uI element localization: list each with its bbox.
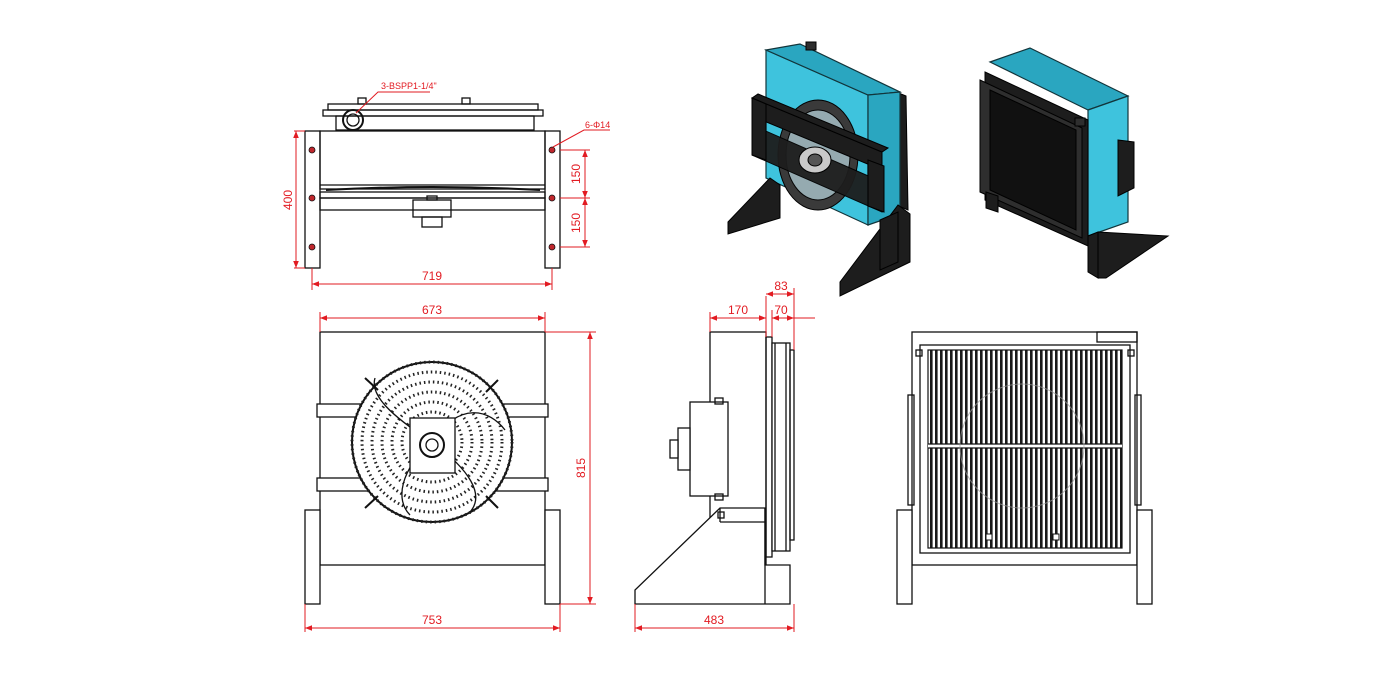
port-note: 3-BSPP1-1/4": [381, 81, 437, 91]
side-depth-dimension-2: 83: [774, 279, 788, 293]
front-base-width-dimension: 753: [422, 613, 442, 627]
side-depth-dimension-3: 70: [774, 303, 788, 317]
rear-view: [896, 331, 1153, 605]
isometric-view-front: [727, 41, 911, 297]
top-width-dimension: 719: [422, 269, 442, 283]
top-height-dimension: 400: [281, 190, 295, 210]
top-view: 400 150 150 719 3-BSPP1-1/4" 6-Φ14: [281, 81, 610, 290]
radiator-core: [927, 349, 1123, 549]
front-view: 673 815 753: [304, 303, 596, 632]
side-view: 170 83 70 483: [634, 279, 815, 632]
port-circle-icon: [342, 109, 364, 131]
fan-icon: [350, 360, 514, 524]
side-base-depth-dimension: 483: [704, 613, 724, 627]
front-top-width-dimension: 673: [422, 303, 442, 317]
isometric-view-rear: [979, 47, 1170, 279]
side-depth-dimension-1: 170: [728, 303, 748, 317]
hole-note: 6-Φ14: [585, 120, 610, 130]
front-height-dimension: 815: [574, 458, 588, 478]
spacing-dimension-1: 150: [569, 164, 583, 184]
front-housing: [319, 331, 546, 566]
spacing-dimension-2: 150: [569, 213, 583, 233]
